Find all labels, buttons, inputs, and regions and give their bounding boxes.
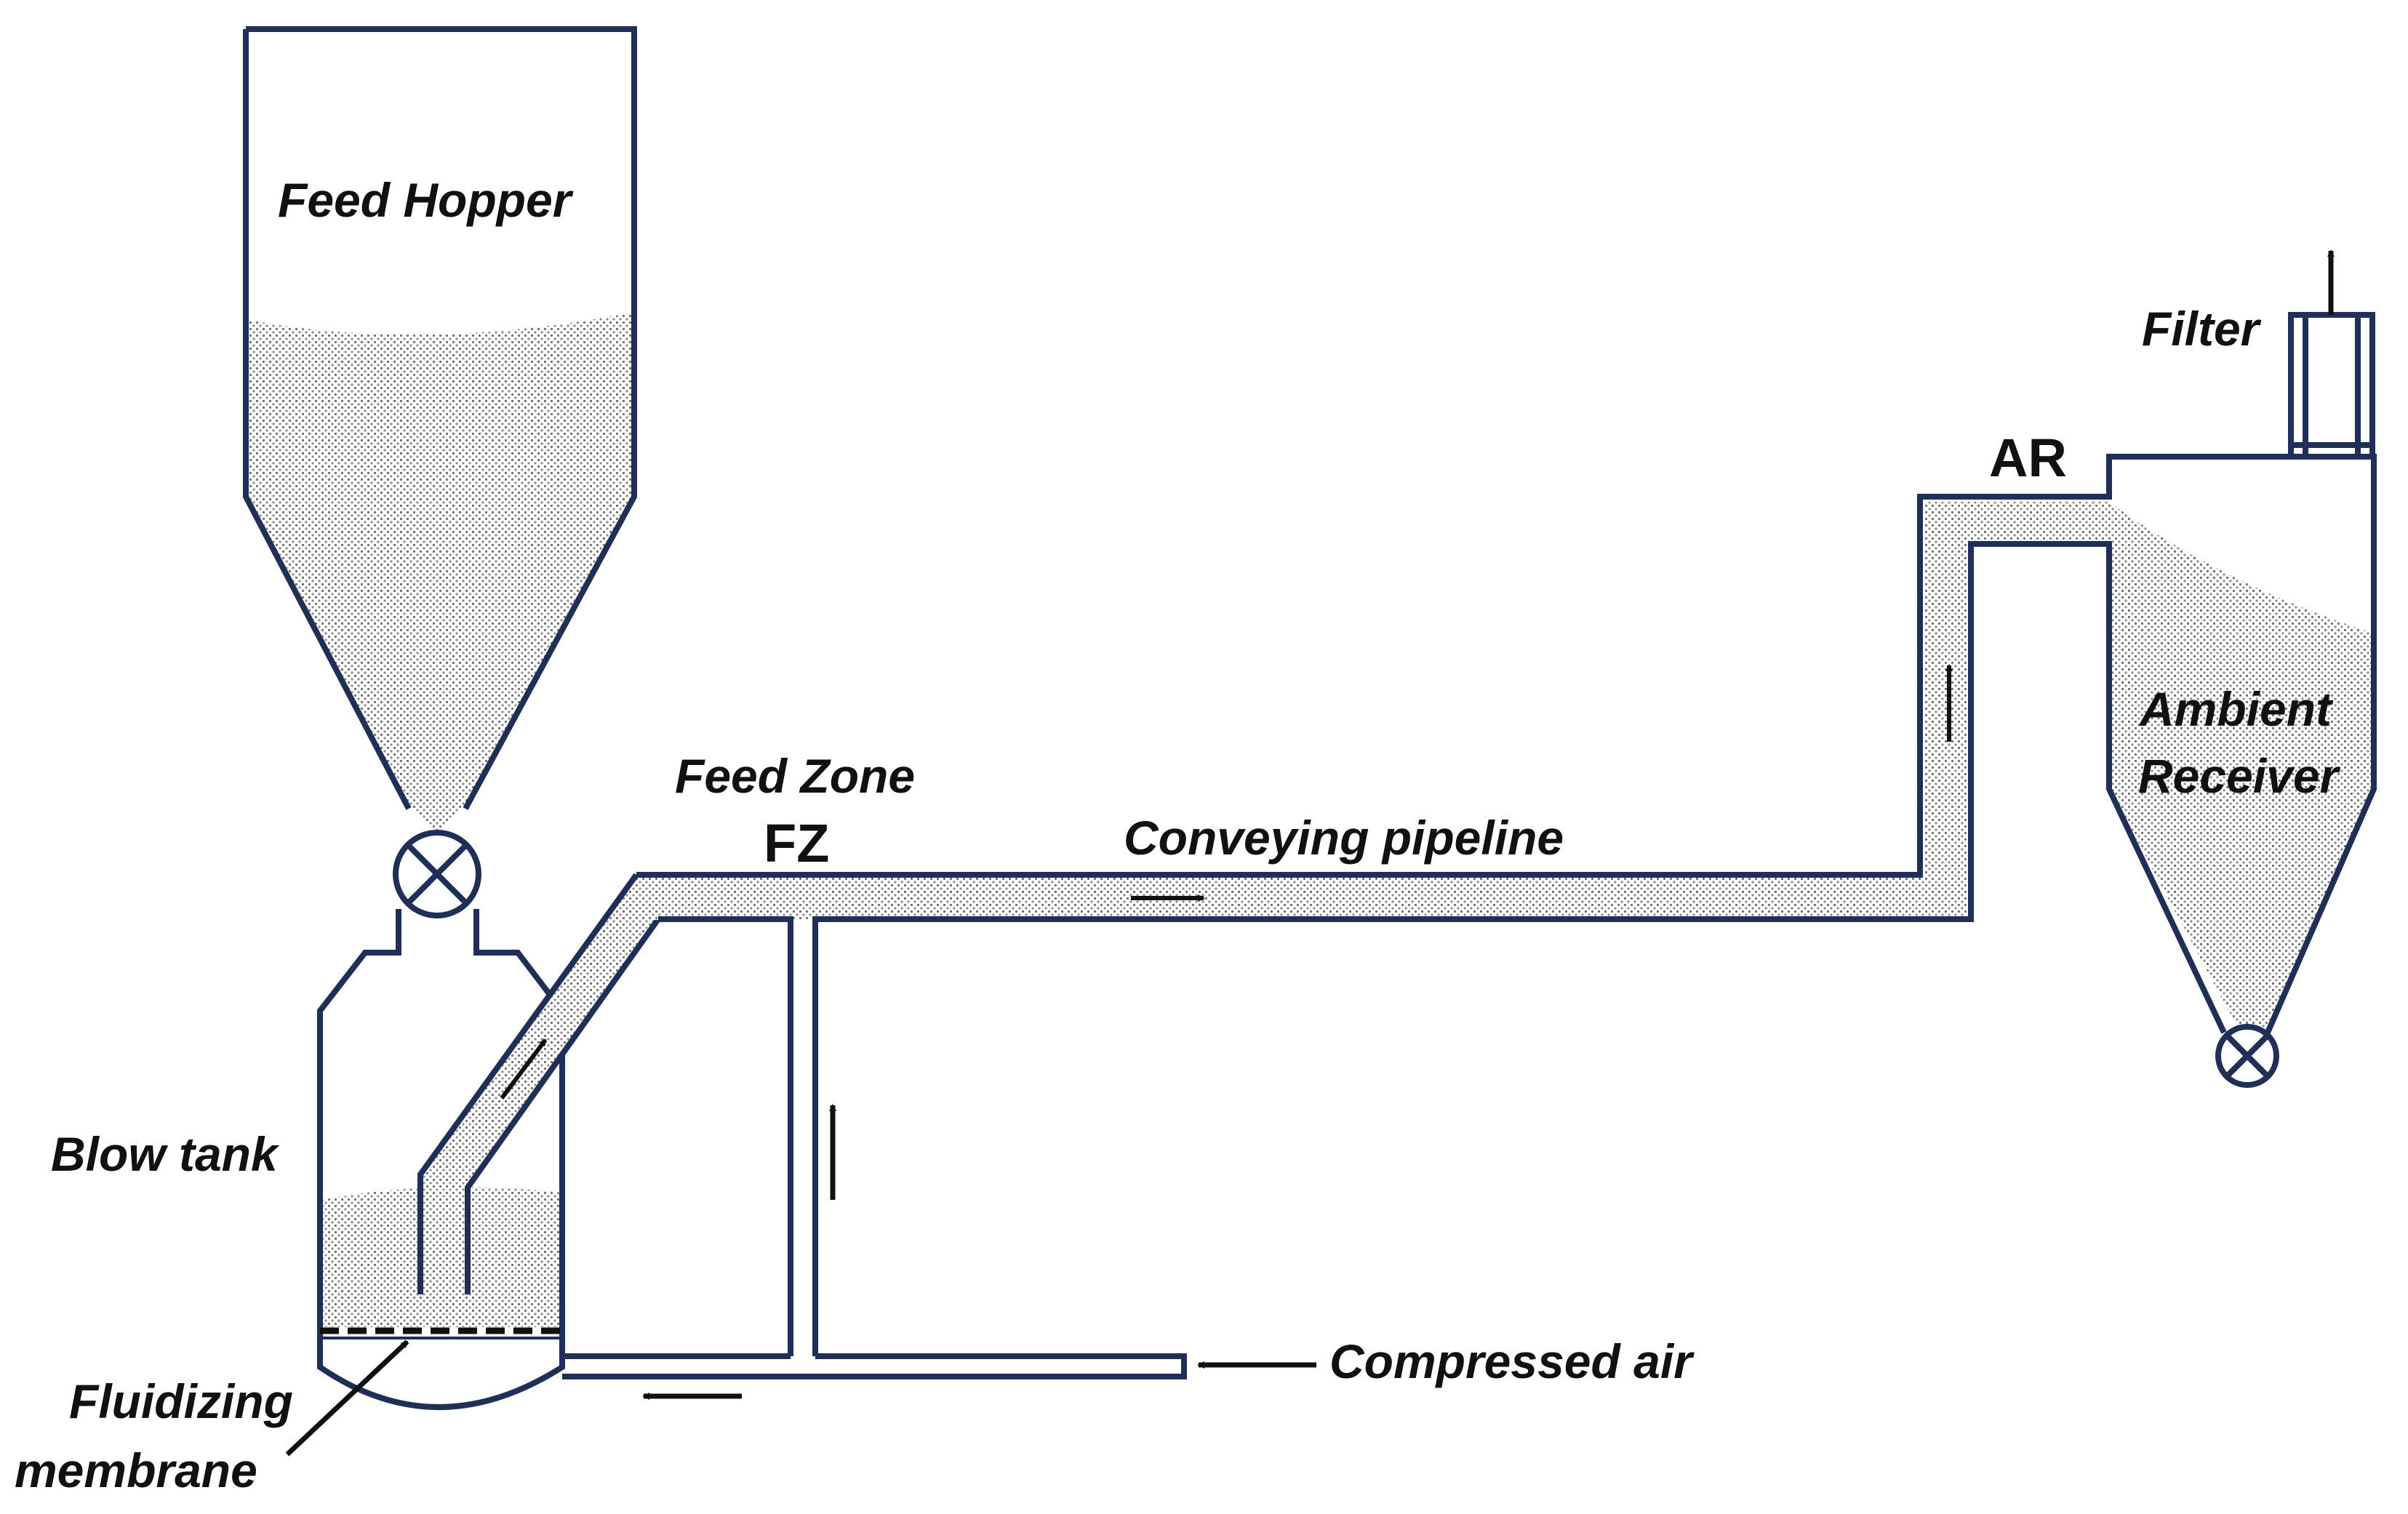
flow-arrows bbox=[285, 249, 2335, 1457]
ambient-receiver bbox=[2102, 454, 2377, 1034]
inclined-arrow bbox=[500, 1038, 548, 1100]
filter bbox=[2288, 312, 2375, 460]
label-ar: AR bbox=[1989, 428, 2067, 488]
feed-hopper-powder bbox=[249, 313, 631, 833]
ambient-receiver-powder bbox=[2109, 502, 2371, 1029]
label-conveying-pipeline: Conveying pipeline bbox=[1124, 811, 1564, 865]
label-receiver: Receiver bbox=[2138, 749, 2341, 803]
label-filter: Filter bbox=[2142, 302, 2262, 356]
conveying-pipeline-powder bbox=[640, 878, 1967, 920]
feed-hopper-outline bbox=[243, 26, 637, 810]
label-compressed-air: Compressed air bbox=[1329, 1334, 1695, 1388]
feed-hopper bbox=[243, 26, 637, 833]
rotary-valve-top bbox=[393, 830, 481, 918]
blow-tank-outline bbox=[317, 909, 565, 1410]
ambient-receiver-outline bbox=[2102, 454, 2377, 1034]
label-fluidizing: Fluidizing bbox=[69, 1374, 293, 1428]
label-ambient: Ambient bbox=[2138, 682, 2334, 736]
inclined-pipe-powder bbox=[423, 878, 658, 1294]
label-fz: FZ bbox=[764, 813, 829, 873]
labels: Feed Hopper Feed Zone FZ Conveying pipel… bbox=[15, 173, 2341, 1497]
label-membrane: membrane bbox=[15, 1443, 257, 1497]
inclined-pipe bbox=[417, 873, 661, 1294]
air-supply-line bbox=[562, 1353, 1187, 1379]
membrane-pointer-arrow bbox=[285, 1339, 409, 1457]
label-feed-hopper: Feed Hopper bbox=[278, 173, 574, 227]
label-feed-zone: Feed Zone bbox=[675, 749, 915, 803]
conveying-pipeline bbox=[636, 494, 2109, 1356]
label-blow-tank: Blow tank bbox=[51, 1127, 280, 1181]
rotary-valve-bottom bbox=[2215, 1024, 2279, 1088]
